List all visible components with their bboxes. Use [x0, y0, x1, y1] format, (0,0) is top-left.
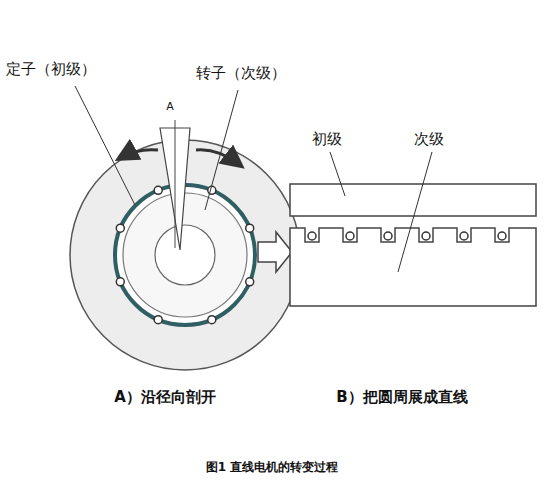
slot-symbol [208, 316, 216, 324]
slot-symbol [116, 224, 124, 232]
slot-symbol [246, 224, 254, 232]
part-label: 次级 [414, 130, 444, 148]
slot-symbol [460, 232, 468, 240]
step-label: B）把圆周展成直线 [336, 388, 467, 406]
slot-symbol [384, 232, 392, 240]
part-label: 转子（次级） [196, 64, 286, 82]
slot-symbol [346, 232, 354, 240]
cut-label: A [166, 100, 174, 113]
figure-caption: 图1 直线电机的转变过程 [206, 460, 339, 474]
part-label: 初级 [312, 130, 342, 148]
slot-symbol [498, 232, 506, 240]
step-label: A）沿径向剖开 [114, 388, 216, 406]
slot-symbol [308, 232, 316, 240]
slot-symbol [422, 232, 430, 240]
slot-symbol [246, 278, 254, 286]
slot-symbol [116, 278, 124, 286]
slot-symbol [208, 186, 216, 194]
linear-motor [290, 152, 536, 306]
part-label: 定子（初级） [6, 60, 96, 78]
slot-symbol [154, 186, 162, 194]
slot-symbol [154, 316, 162, 324]
rotary-motor [70, 86, 300, 370]
transform-arrow [258, 232, 292, 272]
